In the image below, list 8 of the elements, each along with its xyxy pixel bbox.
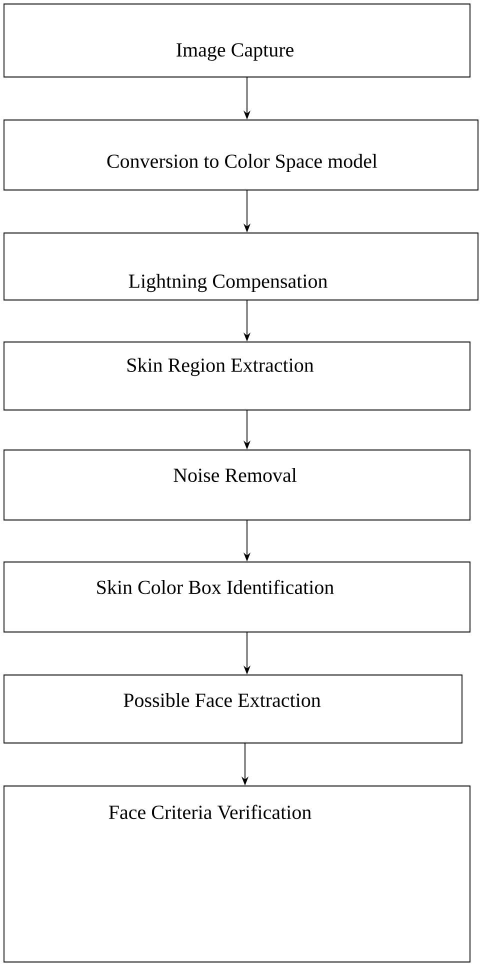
- process-box: Image Capture: [4, 4, 470, 78]
- process-box: Noise Removal: [4, 450, 470, 520]
- process-box: Skin Region Extraction: [4, 342, 470, 410]
- process-box: Face Criteria Verification: [4, 786, 470, 962]
- process-box: Skin Color Box Identification: [4, 562, 470, 632]
- process-box: Possible Face Extraction: [4, 674, 462, 744]
- process-box: Lightning Compensation: [4, 232, 478, 300]
- process-box: Conversion to Color Space model: [4, 120, 478, 190]
